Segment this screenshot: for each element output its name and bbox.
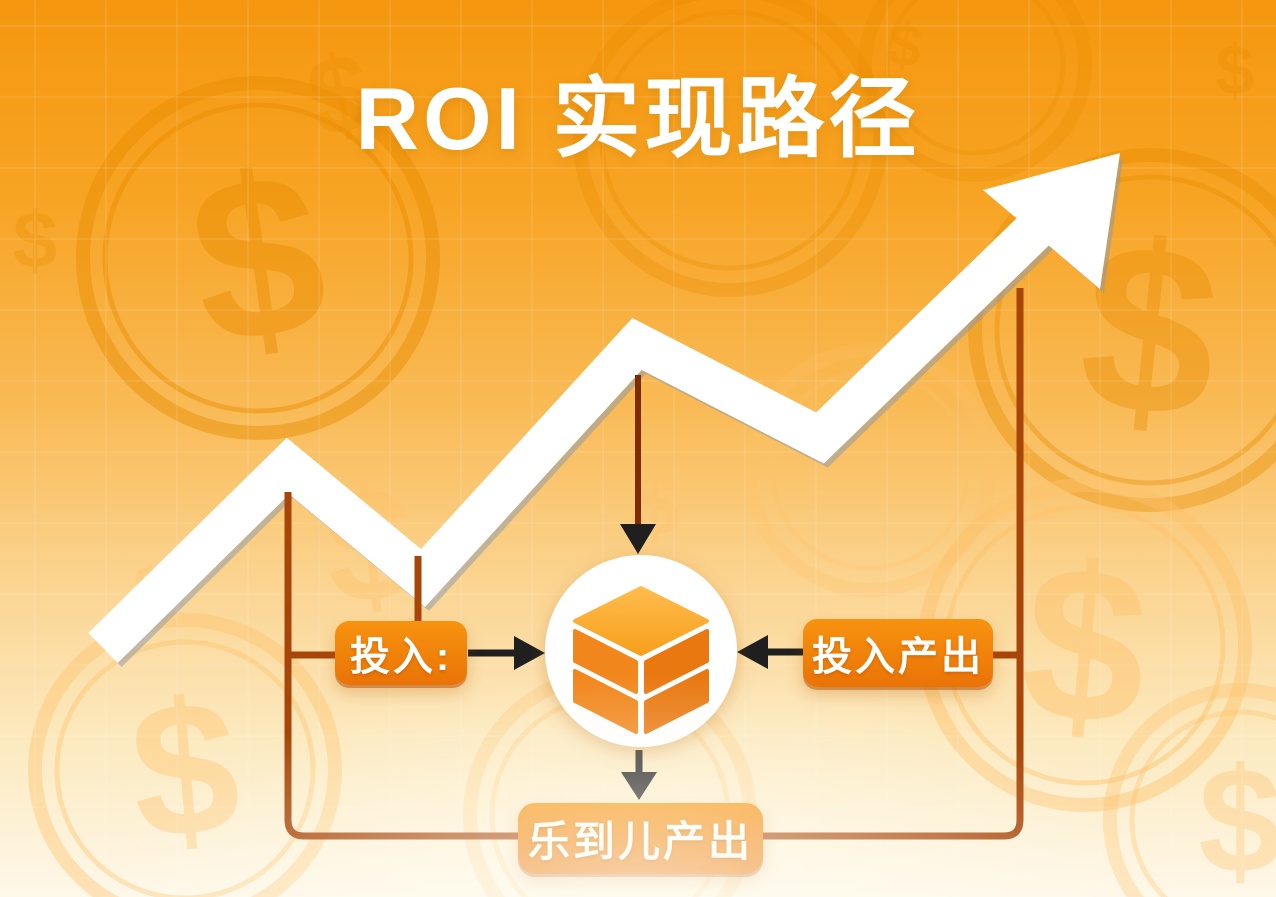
- node-input-output-label: 投入产出: [812, 635, 984, 679]
- svg-text:$: $: [1198, 736, 1276, 897]
- node-input-output: 投入产出: [803, 619, 993, 687]
- down-arrow2-icon: [621, 772, 657, 800]
- node-output-label: 乐到儿产出: [527, 818, 753, 865]
- page-title: ROI 实现路径: [355, 69, 921, 168]
- dollar-coin: $: [28, 613, 342, 897]
- left-arrow-icon: [737, 635, 768, 669]
- node-input-label: 投入:: [349, 635, 453, 679]
- hub: [545, 555, 737, 747]
- node-output: 乐到儿产出: [518, 803, 763, 874]
- node-input: 投入:: [335, 621, 467, 685]
- svg-text:$: $: [123, 660, 247, 880]
